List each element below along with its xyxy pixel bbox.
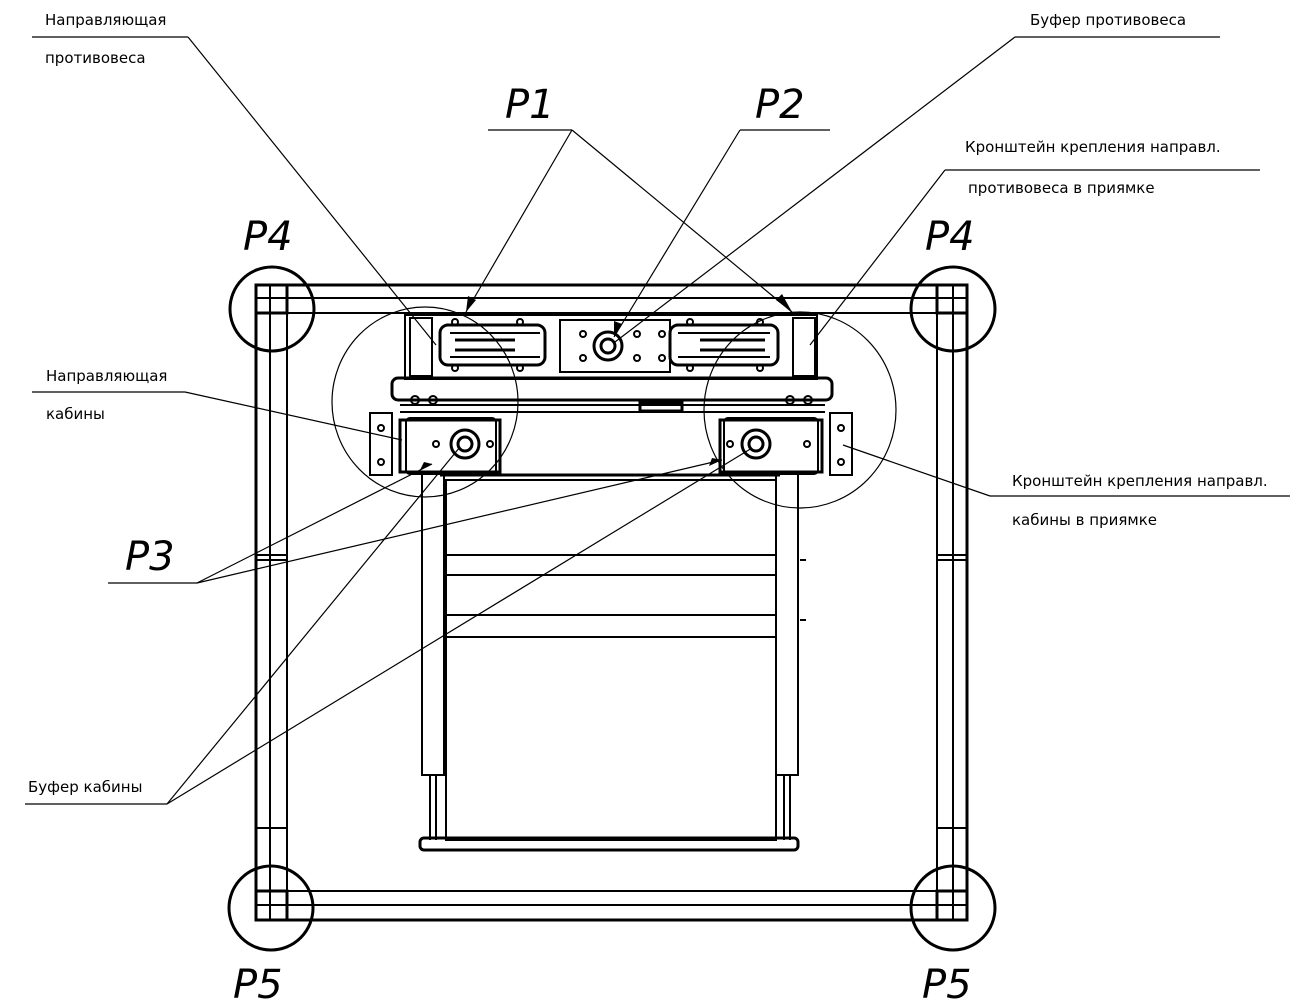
cw-buffer-label: Буфер противовеса	[1030, 11, 1186, 29]
point-p3: Р3	[125, 534, 175, 580]
point-p2: Р2	[755, 82, 805, 128]
counterweight-assembly	[404, 314, 818, 380]
car-bracket-label-2: кабины в приямке	[1012, 511, 1157, 529]
cw-guide-label-1: Направляющая	[45, 11, 166, 29]
point-p4-left: Р4	[243, 214, 293, 260]
p5-left-circle	[227, 864, 315, 952]
car-bracket-label-1: Кронштейн крепления направл.	[1012, 472, 1268, 490]
p5-right-circle	[909, 864, 997, 952]
point-p5-left: Р5	[233, 962, 283, 1004]
cw-bracket-label-2: противовеса в приямке	[968, 179, 1155, 197]
point-p5-right: Р5	[922, 962, 972, 1004]
car-frame	[418, 471, 806, 852]
corner-callouts	[227, 265, 997, 952]
car-guide-label-1: Направляющая	[46, 367, 167, 385]
cw-guide-label-2: противовеса	[45, 49, 146, 67]
p4-left-circle	[228, 265, 316, 353]
p4-right-circle	[909, 265, 997, 353]
car-buffer-label: Буфер кабины	[28, 778, 142, 796]
point-p1: Р1	[505, 82, 555, 128]
cross-beam	[390, 376, 834, 413]
car-guide-label-2: кабины	[46, 405, 105, 423]
detail-circles	[331, 306, 897, 509]
leader-lines	[25, 36, 1290, 805]
car-guides	[369, 412, 853, 476]
pit-frame	[254, 283, 969, 922]
labels: Направляющая противовеса Буфер противове…	[28, 11, 1268, 1004]
cw-bracket-label-1: Кронштейн крепления направл.	[965, 138, 1221, 156]
point-p4-right: Р4	[925, 214, 975, 260]
